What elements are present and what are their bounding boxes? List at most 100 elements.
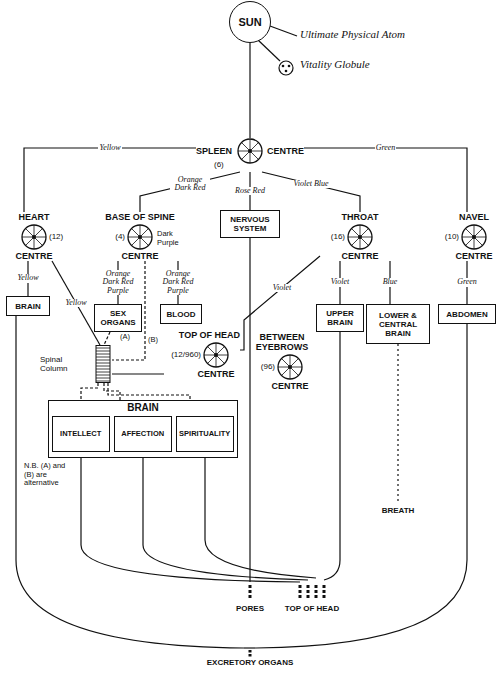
pores-line [249, 238, 250, 582]
channel-connector [262, 172, 360, 212]
centre-word: CENTRE [121, 251, 158, 261]
centre-word: CENTRE [267, 146, 304, 156]
centre-number: (96) [261, 362, 275, 372]
wheel-symbol [202, 341, 230, 369]
organ-box: UPPER BRAIN [316, 304, 364, 332]
brain-line [16, 316, 244, 648]
centre-name: BASE OF SPINE [105, 212, 175, 222]
centre-name: THROAT [342, 212, 379, 222]
force-centre: BETWEEN EYEBROWS (96) CENTRE [250, 332, 314, 391]
box-label: AFFECTION [121, 429, 164, 438]
colour-label: Green [375, 144, 397, 153]
organ-box: ABDOMEN [438, 304, 496, 324]
breath-line [397, 344, 398, 502]
spinal-symbol [95, 345, 111, 383]
upper-brain-line [324, 332, 340, 580]
note-text: N.B. (A) and (B) are alternative [24, 462, 76, 488]
colour-label: Violet [330, 278, 351, 287]
force-centre: NAVEL(10)CENTRE [438, 212, 496, 261]
alternative-mark: (B) [148, 336, 158, 345]
centre-name: NAVEL [459, 212, 489, 222]
wheel-symbol [236, 137, 264, 165]
colour-label: Yellow [98, 144, 121, 153]
colour-label: Green [456, 278, 478, 287]
box-label: UPPER BRAIN [317, 309, 363, 327]
force-centre: THROAT (16) CENTRE [320, 212, 400, 261]
globule-dots [282, 65, 291, 73]
brain-box: BRAIN INTELLECT AFFECTION SPIRITUALITY [48, 400, 238, 458]
box-label: NERVOUS SYSTEM [221, 215, 279, 233]
centre-number: (4) [115, 232, 125, 242]
organ-box: BRAIN [6, 296, 50, 316]
centre-number: (6) [214, 160, 224, 170]
centre-number: (12) [49, 232, 63, 242]
channel-connector [112, 373, 164, 374]
box-label: ABDOMEN [446, 310, 487, 319]
organ-box: BLOOD [160, 304, 202, 324]
wheel-symbol [460, 223, 488, 251]
organ-box: SPIRITUALITY [176, 416, 234, 452]
vitality-globule-symbol [279, 61, 293, 75]
colour-label: Orange Dark Red Purple [159, 270, 197, 296]
centre-word: CENTRE [341, 251, 378, 261]
outlet-label: PORES [236, 604, 264, 613]
force-centre: HEART (12) CENTRE [8, 212, 72, 261]
outlet-label: TOP OF HEAD [285, 604, 339, 613]
organ-box: LOWER & CENTRAL BRAIN [366, 304, 430, 344]
centre-name: TOP OF HEAD [179, 330, 240, 340]
colour-label: Orange Dark Red Purple [99, 270, 137, 296]
abdomen-line [256, 324, 467, 648]
organ-box: SEX ORGANS [94, 304, 142, 332]
channel-lines [16, 26, 467, 648]
centre-name: SPLEEN [196, 146, 232, 156]
channel-connector [52, 261, 100, 345]
wheel-symbol [276, 353, 304, 381]
centre-name: HEART [19, 212, 50, 222]
wheel-symbol [126, 223, 154, 251]
spinal-label: Spinal Column [40, 355, 90, 373]
centre-number: (12/960) [171, 350, 201, 360]
wheel-symbol [346, 223, 374, 251]
leader-line [270, 26, 297, 36]
outlet-label: BREATH [382, 506, 415, 515]
alternative-mark: (A) [120, 333, 130, 342]
centre-word: CENTRE [271, 381, 308, 391]
excretory-join [244, 647, 256, 648]
intellect-line [81, 458, 300, 582]
colour-label: Violet Blue [292, 180, 329, 189]
centre-word: CENTRE [455, 251, 492, 261]
channel-connector [104, 332, 110, 345]
channel-connector [249, 43, 250, 138]
callout-label: Ultimate Physical Atom [300, 28, 405, 40]
colour-label: Yellow [16, 274, 39, 283]
spirituality-line [205, 458, 316, 578]
organ-box: INTELLECT [52, 416, 110, 452]
centre-number: (16) [331, 232, 345, 242]
centre-word: CENTRE [15, 251, 52, 261]
wheel-symbol [20, 223, 48, 251]
box-label: SEX ORGANS [95, 309, 141, 327]
group-heading: BRAIN [49, 403, 237, 413]
box-label: SPIRITUALITY [179, 429, 230, 438]
colour-label: Dark Purple [157, 230, 187, 247]
centre-name: BETWEEN EYEBROWS [250, 332, 314, 352]
channel-connector [140, 172, 240, 212]
colour-label: Violet [272, 284, 293, 293]
outlet-label: EXCRETORY ORGANS [207, 658, 294, 667]
colour-label: Yellow [64, 299, 87, 308]
spleen-centre: SPLEEN (6) CENTRE [196, 138, 304, 172]
box-label: BLOOD [167, 310, 196, 319]
box-label: INTELLECT [60, 429, 101, 438]
sun-label: SUN [238, 16, 261, 28]
leader-line [258, 40, 280, 61]
colour-label: Rose Red [234, 187, 266, 196]
force-centre: TOP OF HEAD (12/960) CENTRE [164, 330, 240, 379]
spinal-column: Spinal Column [40, 345, 112, 383]
box-label: BRAIN [15, 302, 40, 311]
organ-box: NERVOUS SYSTEM [220, 210, 280, 238]
centre-word: CENTRE [197, 369, 234, 379]
sun-circle: SUN [229, 1, 271, 43]
colour-label: Orange Dark Red [170, 176, 210, 193]
channel-dots [249, 585, 326, 657]
